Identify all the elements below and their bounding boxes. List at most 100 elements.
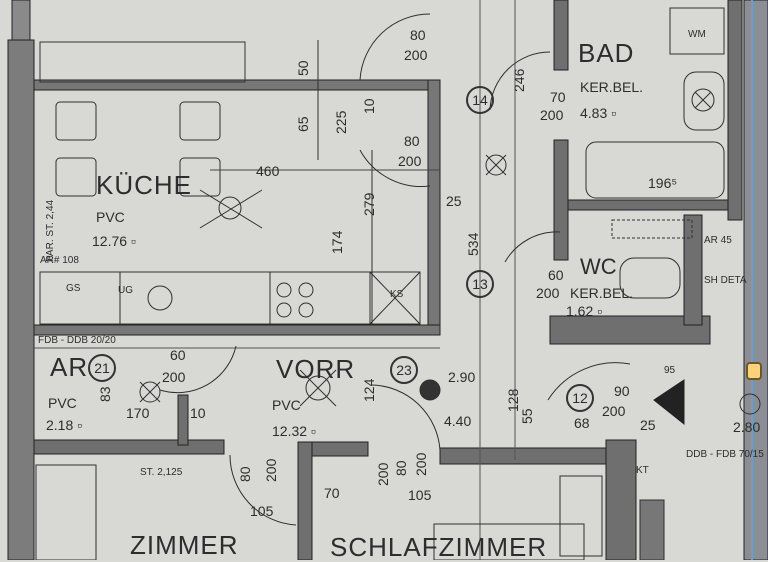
wall-kitchen-right (427, 79, 441, 336)
room-vorr-name: VORR (276, 354, 356, 384)
wall-left (7, 39, 35, 560)
dim-279: 279 (361, 192, 377, 216)
marker-21: 21 (88, 354, 116, 382)
wall-kitchen-bottom (33, 324, 441, 336)
room-schlafzimmer-name: SCHLAFZIMMER (330, 532, 548, 562)
dim-170: 170 (126, 405, 150, 421)
dim-25: 25 (446, 193, 462, 209)
room-bad-name: BAD (578, 38, 635, 68)
room-wc-sub: KER.BEL. (570, 285, 634, 301)
washbasin (683, 71, 725, 131)
note-ar45: AR 45 (704, 235, 732, 246)
room-ar-floor: PVC (48, 395, 77, 411)
dim-68: 68 (574, 415, 590, 431)
zimmer-cabinet (35, 464, 97, 560)
wall-right-2 (683, 214, 703, 326)
dim-196: 196⁵ (648, 175, 678, 191)
wc-toilet (619, 257, 681, 299)
room-kueche-area: 12.76 ▫ (92, 233, 136, 249)
washer (669, 7, 725, 55)
dim-10b: 10 (190, 405, 206, 421)
dim-95: 95 (664, 365, 676, 376)
dim-440: 4.40 (444, 413, 472, 429)
wall-hall-bottom-3 (439, 447, 631, 465)
note-wm: WM (688, 29, 706, 40)
room-vorr-area: 12.32 ▫ (272, 423, 316, 439)
note-ddb: DDB - FDB 70/15 (686, 449, 764, 460)
dim-105a: 105 (250, 503, 274, 519)
dim-200g: 200 (375, 462, 391, 486)
note-gs: GS (66, 283, 81, 294)
wall-wc-bottom (549, 315, 711, 345)
dim-80a: 80 (410, 27, 426, 43)
wall-right (727, 0, 743, 221)
marker-14: 14 (466, 86, 494, 114)
dim-280: 2.80 (733, 419, 761, 435)
dim-70: 70 (324, 485, 340, 501)
dim-200e: 200 (263, 458, 279, 482)
dim-200c: 200 (162, 369, 186, 385)
wc-tank (611, 219, 693, 239)
room-wc-d1: 60 (548, 267, 564, 283)
room-bad-d2: 200 (540, 107, 564, 123)
dim-105b: 105 (408, 487, 432, 503)
dim-60: 60 (170, 347, 186, 363)
wall-bad-left-2 (553, 139, 569, 261)
wall-zimmer-divider (297, 441, 313, 560)
dim-174: 174 (329, 230, 345, 254)
note-ug: UG (118, 285, 133, 296)
dim-200a: 200 (404, 47, 428, 63)
room-wc-area: 1.62 ▫ (566, 303, 603, 319)
dim-55: 55 (519, 408, 535, 424)
room-bad-d1: 70 (550, 89, 566, 105)
note-sh: SH DETA (704, 275, 747, 286)
wall-shaft (743, 0, 768, 560)
room-zimmer-name: ZIMMER (130, 530, 239, 560)
room-kueche-floor: PVC (96, 209, 125, 225)
kitchen-upper-shelf (39, 41, 246, 83)
room-wc-name: WC (580, 254, 617, 279)
wall-bad-left (553, 0, 569, 71)
marker-23: 23 (390, 356, 418, 384)
note-fdb: FDB - DDB 20/20 (38, 335, 116, 346)
schlafzimmer-bed (433, 523, 585, 560)
note-ar108: AR# 108 (40, 255, 79, 266)
dim-65: 65 (295, 116, 311, 132)
room-vorr-floor: PVC (272, 397, 301, 413)
wall-hall-bottom (33, 439, 225, 455)
dim-200d: 200 (602, 403, 626, 419)
wall-lower-right (605, 439, 637, 560)
dim-200b: 200 (398, 153, 422, 169)
selection-handle[interactable] (746, 362, 762, 380)
room-bad-area: 4.83 ▫ (580, 105, 617, 121)
dim-kueche-width: 460 (256, 163, 280, 179)
wall-left-2 (11, 0, 31, 41)
dim-80c: 80 (237, 466, 253, 482)
wall-bad-bottom (567, 199, 729, 211)
dim-80b: 80 (404, 133, 420, 149)
dim-90: 90 (614, 383, 630, 399)
dim-534: 534 (465, 232, 481, 256)
dim-200f: 200 (413, 452, 429, 476)
note-par: PAR. ST. 2,44 (45, 199, 56, 262)
room-kueche-name: KÜCHE (96, 170, 193, 200)
dim-25b: 25 (640, 417, 656, 433)
marker-13: 13 (466, 270, 494, 298)
dim-80d: 80 (393, 460, 409, 476)
room-bad-sub: KER.BEL. (580, 79, 644, 95)
note-kt: KT (636, 465, 649, 476)
room-ar-name: AR (50, 352, 89, 382)
note-ks: KS (390, 289, 404, 300)
dim-225: 225 (333, 110, 349, 134)
dim-124: 124 (361, 378, 377, 402)
dim-246: 246 (511, 68, 527, 92)
radiator-right (639, 499, 665, 560)
note-st2125: ST. 2,125 (140, 467, 183, 478)
wall-ar-right (177, 394, 189, 446)
dim-290: 2.90 (448, 369, 476, 385)
dim-83: 83 (97, 386, 113, 402)
bathtub (585, 141, 725, 199)
kitchen-counter (39, 271, 421, 325)
marker-12: 12 (566, 384, 594, 412)
